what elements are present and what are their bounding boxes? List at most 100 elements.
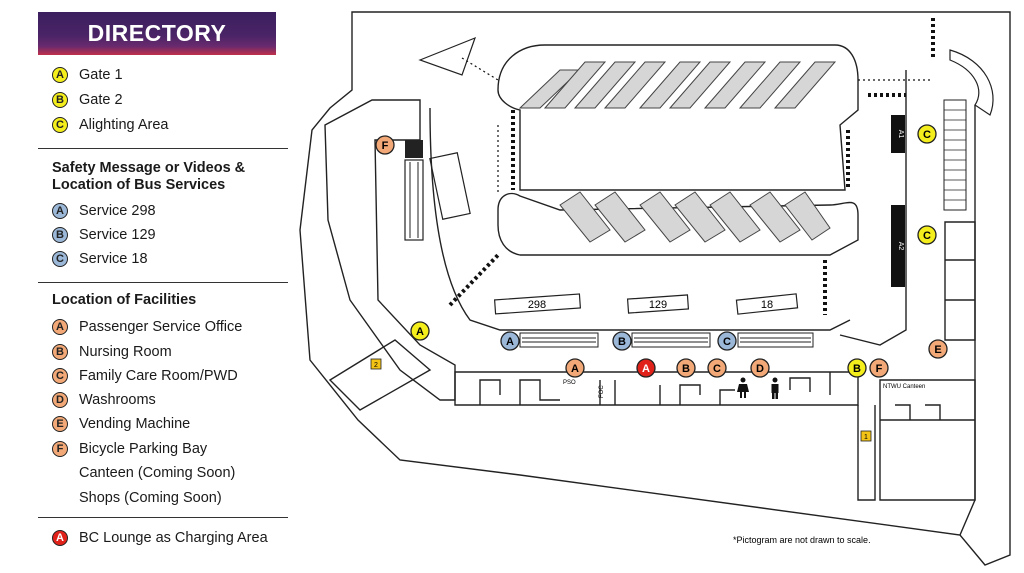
svg-text:F: F [382, 140, 389, 152]
room-label-foc: FOC [599, 385, 605, 398]
legend-facility-bicycle: F Bicycle Parking Bay [52, 439, 207, 459]
service-b-badge-icon: B [52, 227, 68, 243]
legend-facility-family-care: C Family Care Room/PWD [52, 366, 238, 386]
legend-canteen: Canteen (Coming Soon) [79, 465, 236, 481]
legend-label: Service 298 [79, 203, 156, 219]
alighting-bay-a1 [891, 115, 905, 153]
parking-bays [518, 61, 837, 243]
walkway-dots [461, 57, 930, 195]
marker-facility-f-right: F [869, 358, 889, 378]
legend-service-129: B Service 129 [52, 225, 156, 245]
legend-label: Family Care Room/PWD [79, 368, 238, 384]
bay-boards: 298 129 18 [493, 293, 799, 315]
legend-gate-2: B Gate 2 [52, 90, 123, 110]
charging-a-badge-icon: A [52, 530, 68, 546]
concourse-walls [479, 372, 831, 405]
svg-text:B: B [853, 363, 861, 375]
facilities-header: Location of Facilities [52, 292, 197, 308]
room-label-canteen: NTWU Canteen [883, 384, 925, 390]
wedge-left-icon [418, 36, 477, 76]
stair-1-label: 1 [864, 434, 868, 441]
directory-legend: DIRECTORY A Gate 1 B Gate 2 C Alighting … [0, 0, 300, 573]
legend-alighting-area: C Alighting Area [52, 115, 168, 135]
legend-gate-1: A Gate 1 [52, 65, 123, 85]
facility-b-badge-icon: B [52, 344, 68, 360]
svg-text:B: B [618, 336, 626, 348]
wedge-right-icon [949, 49, 994, 116]
svg-text:C: C [923, 129, 931, 141]
right-road [839, 70, 907, 346]
legend-label: Service 129 [79, 227, 156, 243]
legend-label: Gate 2 [79, 92, 123, 108]
bay-label-18: 18 [761, 299, 773, 311]
stair-1-marker [860, 430, 872, 442]
service-c-badge-icon: C [52, 251, 68, 267]
legend-shops: Shops (Coming Soon) [79, 490, 222, 506]
bay-board-298 [493, 293, 582, 315]
svg-text:A: A [416, 326, 424, 338]
header-line: Location of Bus Services [52, 177, 226, 193]
marker-alight-c1: C [917, 124, 937, 144]
facility-d-badge-icon: D [52, 392, 68, 408]
washroom-female-icon [737, 377, 749, 398]
inner-left-road [429, 107, 851, 331]
marker-service-a: A [500, 331, 520, 351]
map-svg: A1 A2 298 129 18 PSO FOC NTWU Canteen [299, 11, 1011, 566]
marker-facility-f-left: F [375, 135, 395, 155]
facility-f-badge-icon: F [52, 441, 68, 457]
gate-a-badge-icon: A [52, 67, 68, 83]
gate-b-badge-icon: B [52, 92, 68, 108]
legend-service-18: C Service 18 [52, 249, 148, 269]
stair-2-block [328, 339, 432, 411]
svg-text:B: B [682, 363, 690, 375]
left-kiosk [429, 152, 471, 220]
bay-board-18 [735, 293, 799, 315]
left-road [324, 99, 456, 401]
middle-island [497, 192, 859, 256]
interchange-map: A1 A2 298 129 18 PSO FOC NTWU Canteen [290, 0, 1024, 573]
svg-text:F: F [876, 363, 883, 375]
stair-2-marker [370, 358, 382, 370]
svg-text:C: C [723, 336, 731, 348]
gate-c-badge-icon: C [52, 117, 68, 133]
marker-service-b: B [612, 331, 632, 351]
alighting-bay-a2 [891, 205, 905, 287]
directory-title: DIRECTORY [38, 12, 276, 55]
canteen-walls [880, 404, 975, 421]
canteen-building [879, 379, 976, 501]
divider [38, 517, 288, 518]
svg-text:A: A [571, 363, 579, 375]
bay-label-298: 298 [528, 299, 546, 311]
legend-label: Service 18 [79, 251, 148, 267]
marker-gate-b: B [847, 358, 867, 378]
right-ramp [943, 99, 967, 211]
legend-facility-washrooms: D Washrooms [52, 390, 156, 410]
legend-label: BC Lounge as Charging Area [79, 530, 268, 546]
facility-e-badge-icon: E [52, 416, 68, 432]
legend-facility-pso: A Passenger Service Office [52, 317, 242, 337]
bus-services-header: Safety Message or Videos & Location of B… [52, 160, 245, 194]
header-line: Safety Message or Videos & [52, 160, 246, 176]
bay-board-129 [626, 294, 690, 314]
legend-label: Nursing Room [79, 344, 172, 360]
ramp-steps [944, 109, 966, 201]
svg-text:D: D [756, 363, 764, 375]
site-boundary [299, 11, 1011, 566]
svg-text:E: E [934, 344, 941, 356]
bay-label-129: 129 [649, 299, 667, 311]
marker-facility-c: C [707, 358, 727, 378]
marker-service-c: C [717, 331, 737, 351]
right-road-outer [959, 105, 976, 536]
svg-text:C: C [923, 230, 931, 242]
legend-label: Gate 1 [79, 67, 123, 83]
right-strip [944, 221, 976, 341]
legend-service-298: A Service 298 [52, 201, 156, 221]
barrier-markings [448, 18, 935, 315]
bus-platforms [519, 332, 814, 348]
marker-facility-b: B [676, 358, 696, 378]
legend-facility-vending: E Vending Machine [52, 414, 190, 434]
divider [38, 148, 288, 149]
svg-text:A: A [506, 336, 514, 348]
marker-facility-e: E [928, 339, 948, 359]
service-a-badge-icon: A [52, 203, 68, 219]
